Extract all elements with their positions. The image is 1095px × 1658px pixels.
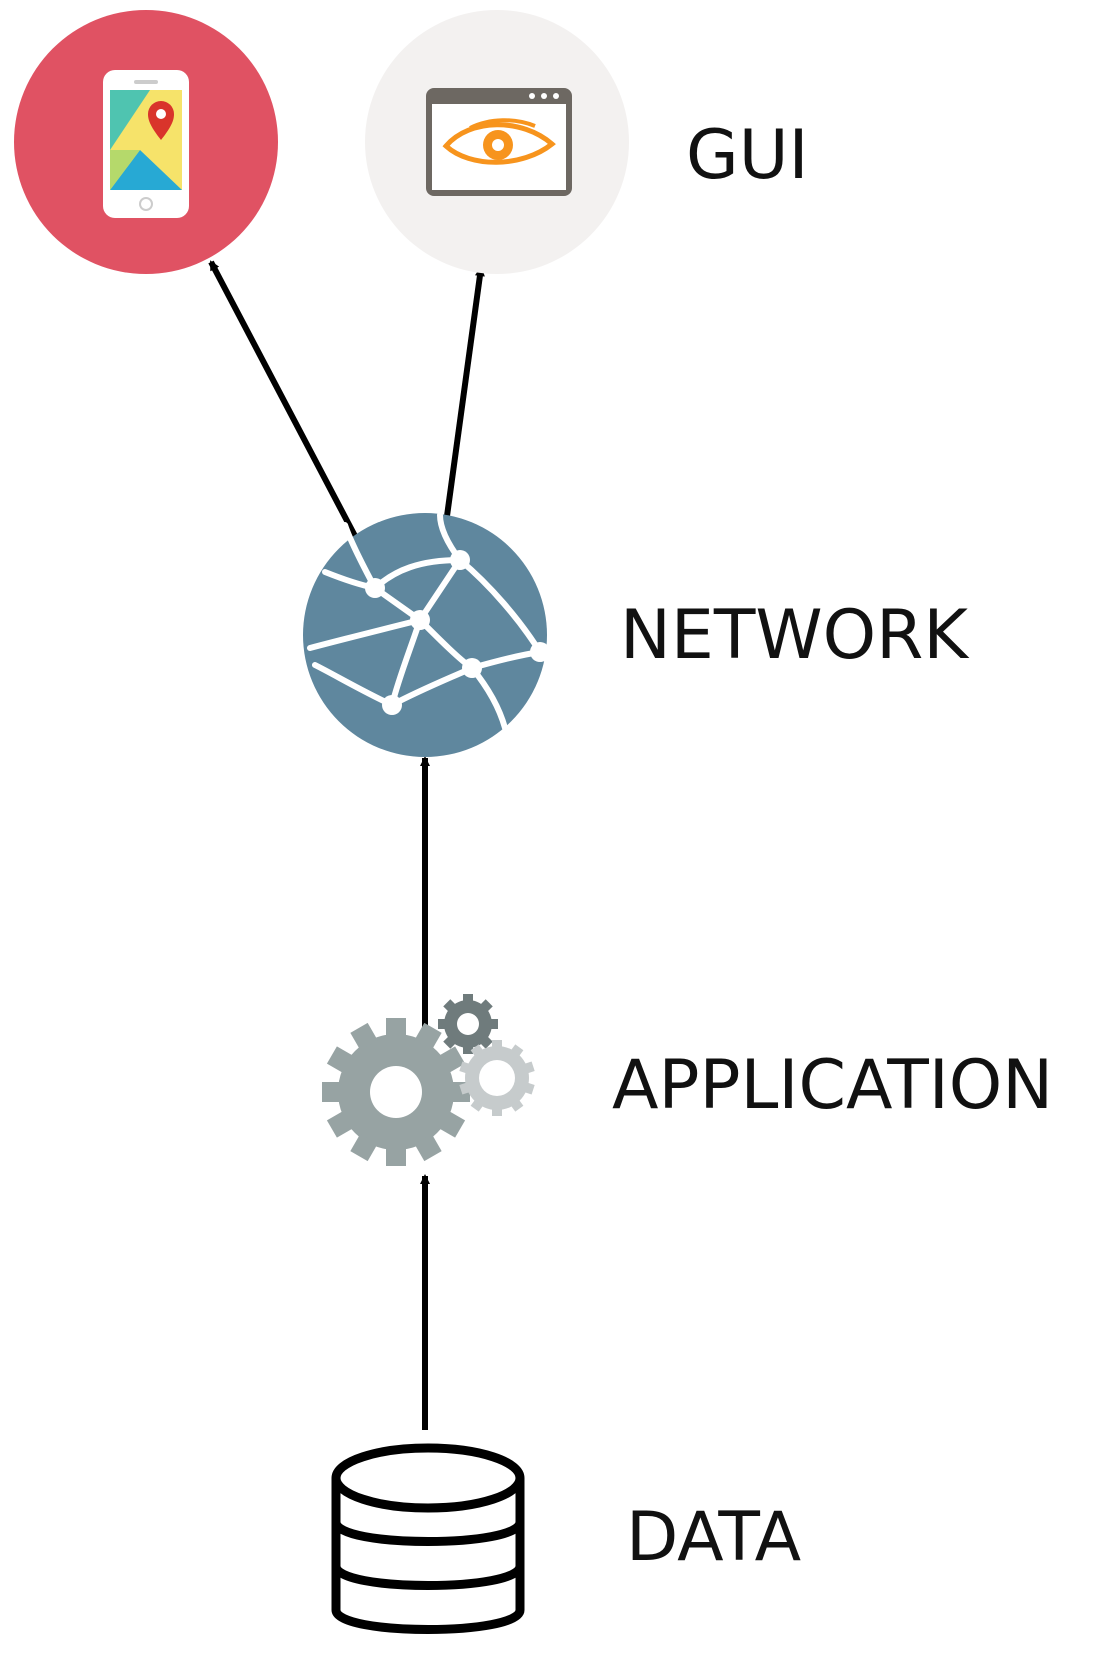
gear-tooth xyxy=(459,1061,472,1075)
gears-icon xyxy=(322,994,535,1166)
gear-tooth xyxy=(414,1133,442,1162)
gear-tooth xyxy=(459,1081,472,1095)
gear-tooth xyxy=(326,1110,355,1138)
layer-label-application: APPLICATION xyxy=(612,1046,1054,1125)
gear-tooth xyxy=(438,1019,448,1029)
gear-small-dark xyxy=(438,994,498,1054)
layer-label-network: NETWORK xyxy=(620,596,968,675)
mobile-map-icon xyxy=(14,10,278,274)
database-icon xyxy=(331,1443,525,1634)
gear-tooth xyxy=(522,1061,535,1075)
gear-tooth xyxy=(443,999,458,1014)
arrow-network-to-mobile xyxy=(208,260,358,538)
browser-eye-icon xyxy=(365,10,629,274)
gear-tooth xyxy=(478,999,493,1014)
gear-tooth xyxy=(386,1146,406,1166)
gear-tooth xyxy=(322,1082,342,1102)
gear-tooth xyxy=(463,994,473,1004)
gear-large xyxy=(322,1018,470,1166)
layer-label-data: DATA xyxy=(626,1498,802,1577)
gear-tooth xyxy=(414,1022,442,1051)
gear-tooth xyxy=(326,1046,355,1074)
gear-tooth xyxy=(492,1040,502,1050)
gear-small-light xyxy=(459,1040,535,1116)
gear-tooth xyxy=(492,1106,502,1116)
gear-tooth xyxy=(350,1133,378,1162)
gear-tooth xyxy=(522,1081,535,1095)
gear-tooth xyxy=(509,1044,524,1059)
connection-arrows xyxy=(208,260,485,1430)
gear-tooth xyxy=(437,1110,466,1138)
gear-tooth xyxy=(437,1046,466,1074)
layer-label-gui: GUI xyxy=(686,116,809,195)
network-globe-icon xyxy=(303,512,550,757)
arrow-network-to-browser xyxy=(444,266,485,517)
gear-tooth xyxy=(350,1022,378,1051)
gear-tooth xyxy=(463,1044,473,1054)
gear-tooth xyxy=(488,1019,498,1029)
gear-tooth xyxy=(470,1044,485,1059)
gear-tooth xyxy=(509,1097,524,1112)
gear-tooth xyxy=(470,1097,485,1112)
gear-tooth xyxy=(386,1018,406,1038)
